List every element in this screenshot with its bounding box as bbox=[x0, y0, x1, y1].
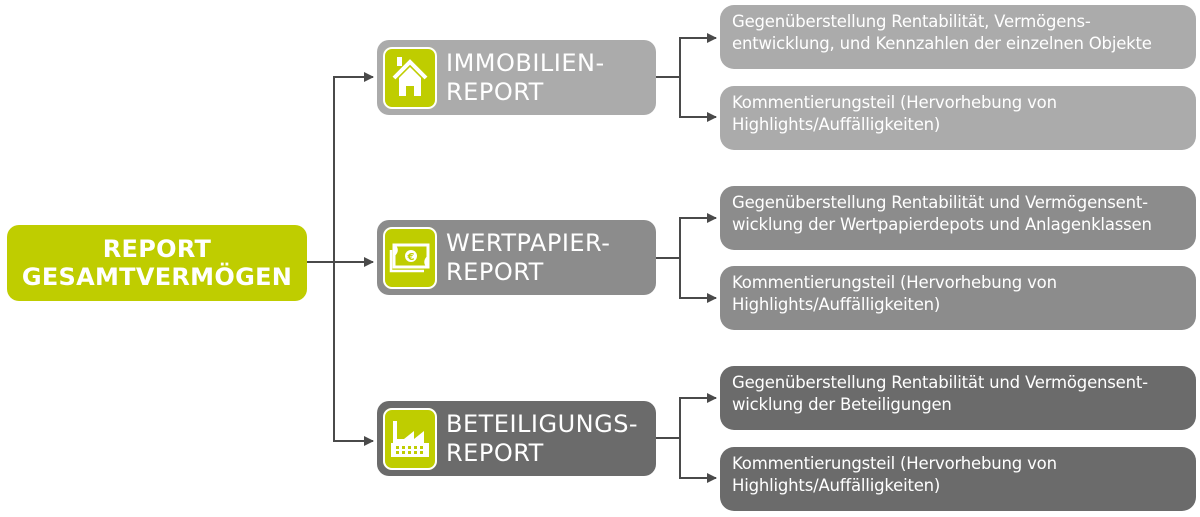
wertpapier-title-line-1: WERTPAPIER- bbox=[446, 228, 611, 257]
leaf-text-line-2: Highlights/Auffälligkeiten) bbox=[732, 476, 941, 495]
leaf-text-line-1: Gegenüberstellung Rentabilität und Vermö… bbox=[732, 373, 1148, 392]
immobilien-title-line-2: REPORT bbox=[446, 77, 544, 106]
node-beteiligungs-report: BETEILIGUNGS- REPORT bbox=[377, 401, 656, 476]
leaf-text-line-1: Kommentierungsteil (Hervorhebung von bbox=[732, 454, 1057, 473]
beteiligungs-title-line-2: REPORT bbox=[446, 438, 544, 467]
leaf-text-line-2: wicklung der Wertpapierdepots und Anlage… bbox=[732, 215, 1152, 234]
node-immobilien-report: IMMOBILIEN- REPORT bbox=[377, 40, 656, 115]
factory-icon bbox=[383, 407, 437, 470]
immobilien-title-line-1: IMMOBILIEN- bbox=[446, 48, 605, 77]
node-wertpapier-report: € WERTPAPIER- REPORT bbox=[377, 220, 656, 295]
root-title-line-2: GESAMTVERMÖGEN bbox=[21, 263, 293, 291]
leaf-text-line-2: wicklung der Beteiligungen bbox=[732, 395, 952, 414]
leaf-text-line-1: Gegenüberstellung Rentabilität, Vermögen… bbox=[732, 12, 1091, 31]
wertpapier-item-comments: Kommentierungsteil (Hervorhebung von Hig… bbox=[720, 266, 1196, 330]
house-icon bbox=[383, 46, 437, 109]
wertpapier-item-comparison: Gegenüberstellung Rentabilität und Vermö… bbox=[720, 186, 1196, 250]
leaf-text-line-1: Kommentierungsteil (Hervorhebung von bbox=[732, 273, 1057, 292]
leaf-text-line-2: Highlights/Auffälligkeiten) bbox=[732, 295, 941, 314]
leaf-text-line-1: Gegenüberstellung Rentabilität und Vermö… bbox=[732, 193, 1148, 212]
leaf-text-line-1: Kommentierungsteil (Hervorhebung von bbox=[732, 93, 1057, 112]
svg-text:€: € bbox=[407, 252, 415, 263]
immobilien-item-comparison: Gegenüberstellung Rentabilität, Vermögen… bbox=[720, 5, 1196, 69]
beteiligungs-title-line-1: BETEILIGUNGS- bbox=[446, 409, 639, 438]
leaf-text-line-2: Highlights/Auffälligkeiten) bbox=[732, 115, 941, 134]
root-node-report-gesamtvermoegen: REPORT GESAMTVERMÖGEN bbox=[7, 225, 307, 301]
beteiligungs-item-comparison: Gegenüberstellung Rentabilität und Vermö… bbox=[720, 366, 1196, 430]
immobilien-item-comments: Kommentierungsteil (Hervorhebung von Hig… bbox=[720, 86, 1196, 150]
wertpapier-title-line-2: REPORT bbox=[446, 257, 544, 286]
leaf-text-line-2: entwicklung, und Kennzahlen der einzelne… bbox=[732, 34, 1152, 53]
root-title-line-1: REPORT bbox=[102, 235, 212, 263]
banknote-euro-icon: € bbox=[383, 226, 437, 289]
beteiligungs-item-comments: Kommentierungsteil (Hervorhebung von Hig… bbox=[720, 447, 1196, 511]
